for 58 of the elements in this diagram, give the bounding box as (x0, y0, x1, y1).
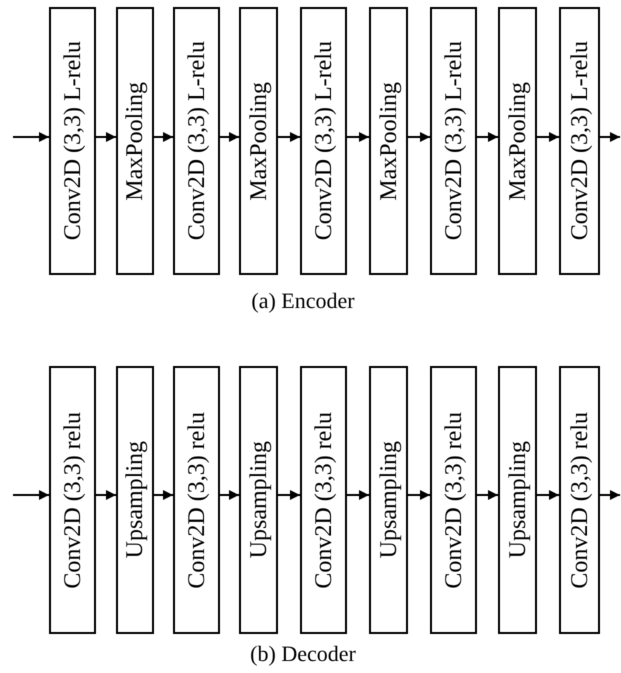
layer-label: Conv2D (3,3) L-relu (312, 41, 336, 241)
arrow (13, 490, 49, 500)
layer-box (239, 7, 278, 275)
layer-label: MaxPooling (246, 82, 270, 200)
layer-label: Conv2D (3,3) relu (312, 412, 336, 588)
layer-label: Conv2D (3,3) L-relu (184, 41, 208, 241)
layer-label: Conv2D (3,3) L-relu (442, 41, 466, 241)
arrow (96, 490, 116, 500)
layer-label: MaxPooling (123, 82, 147, 200)
arrow (477, 132, 498, 142)
layer-label: Upsampling (246, 441, 270, 559)
layer-box (559, 366, 600, 634)
layer-label: Conv2D (3,3) relu (184, 412, 208, 588)
arrow (278, 132, 300, 142)
layer-box (498, 7, 537, 275)
layer-box (300, 7, 347, 275)
layer-box (173, 366, 220, 634)
arrow (13, 132, 49, 142)
arrow (477, 490, 498, 500)
arrow (347, 132, 369, 142)
arrow (154, 132, 173, 142)
layer-box (559, 7, 600, 275)
layer-label: MaxPooling (376, 82, 400, 200)
layer-box (498, 366, 537, 634)
layer-box (430, 7, 477, 275)
layer-box (369, 366, 408, 634)
arrow (154, 490, 173, 500)
layer-box (239, 366, 278, 634)
arrow (600, 490, 620, 500)
layer-box (49, 366, 96, 634)
arrow (96, 132, 116, 142)
layer-label: MaxPooling (506, 82, 530, 200)
layer-box (116, 366, 154, 634)
arrow (278, 490, 300, 500)
arrow (537, 132, 559, 142)
layer-box (116, 7, 154, 275)
layer-label: Conv2D (3,3) relu (60, 412, 84, 588)
layer-box (300, 366, 347, 634)
layer-box (430, 366, 477, 634)
arrow (408, 132, 430, 142)
layer-label: Conv2D (3,3) L-relu (60, 41, 84, 241)
arrow (408, 490, 430, 500)
caption: (a) Encoder (251, 288, 355, 314)
layer-label: Upsampling (123, 441, 147, 559)
layer-box (173, 7, 220, 275)
arrow (220, 132, 239, 142)
layer-label: Upsampling (376, 441, 400, 559)
layer-label: Conv2D (3,3) L-relu (568, 41, 592, 241)
layer-label: Conv2D (3,3) relu (568, 412, 592, 588)
caption: (b) Decoder (250, 641, 356, 667)
arrow (600, 132, 620, 142)
layer-box (369, 7, 408, 275)
arrow (347, 490, 369, 500)
arrow (537, 490, 559, 500)
layer-label: Upsampling (506, 441, 530, 559)
layer-label: Conv2D (3,3) relu (442, 412, 466, 588)
layer-box (49, 7, 96, 275)
arrow (220, 490, 239, 500)
